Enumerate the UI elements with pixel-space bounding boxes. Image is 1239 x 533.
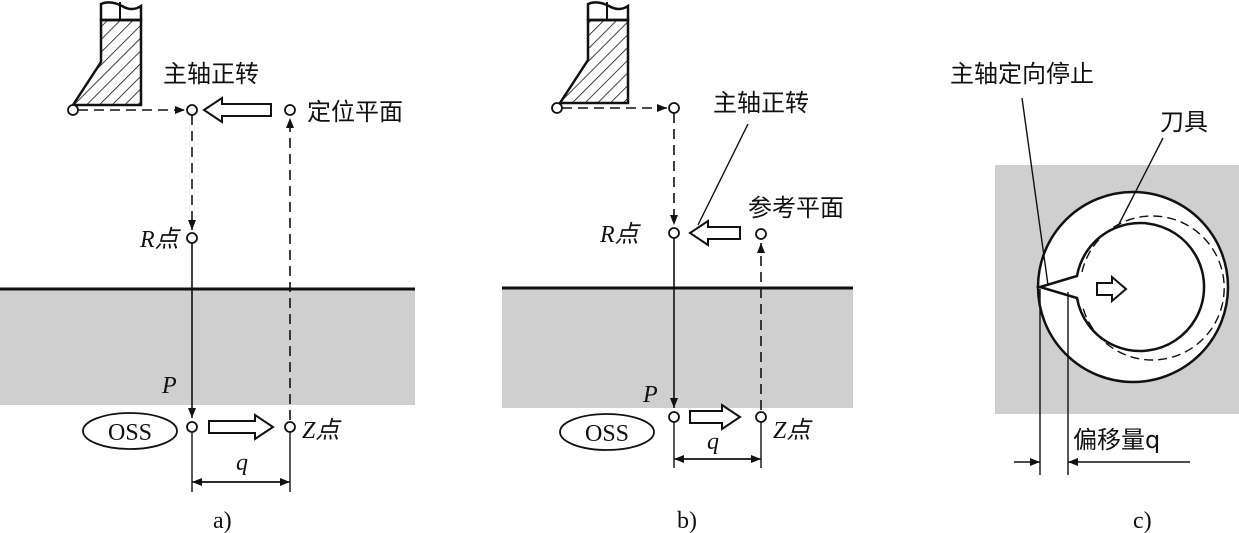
- reference-plane-point-b: [755, 228, 767, 240]
- orient-stop-label: 主轴定向停止: [950, 60, 1094, 88]
- r-point-b: [668, 227, 680, 239]
- z-point-a: [284, 421, 296, 433]
- start-point-b: [668, 102, 680, 114]
- tool-holder-a: [70, 1, 143, 107]
- tool-dashed-outline: [1081, 215, 1225, 361]
- z-point-b: [755, 411, 767, 423]
- caption-c: c): [1133, 508, 1152, 533]
- spindle-cw-label-a: 主轴正转: [163, 60, 259, 88]
- z-point-label-b: Z点: [773, 417, 813, 444]
- bottom-point-b: [668, 411, 680, 423]
- r-point-a: [186, 232, 198, 244]
- q-label-b: q: [707, 429, 719, 455]
- positioning-plane-point-a: [284, 104, 296, 116]
- workpiece-a: [0, 289, 415, 405]
- oss-label-b: OSS: [585, 421, 629, 447]
- caption-b: b): [677, 508, 697, 533]
- bottom-point-a: [186, 421, 198, 433]
- z-point-label-a: Z点: [302, 417, 342, 444]
- hollow-arrow-right-b: [689, 403, 742, 431]
- panel-a: 主轴正转 定位平面 R点 P OSS Z点 q a): [0, 1, 415, 533]
- tool-holder-b: [557, 1, 630, 105]
- q-label-a: q: [236, 450, 248, 476]
- oss-ellipse-a: [82, 412, 178, 450]
- tool-tip-point-a: [67, 104, 79, 116]
- tool-leader: [1117, 137, 1164, 227]
- spindle-leader-b: [697, 123, 749, 226]
- panel-c: 主轴定向停止 刀具 偏移量q c): [950, 60, 1239, 533]
- hollow-arrow-left-b: [688, 219, 741, 247]
- hollow-arrow-right-c: [1096, 274, 1128, 304]
- workpiece-b: [502, 288, 853, 408]
- p-label-b: P: [642, 382, 658, 408]
- oss-ellipse-b: [559, 413, 655, 451]
- r-point-label-b: R点: [599, 221, 642, 248]
- reference-plane-label: 参考平面: [748, 194, 844, 222]
- hollow-arrow-left-a: [202, 96, 272, 124]
- tool-label: 刀具: [1160, 108, 1208, 136]
- p-label-a: P: [161, 373, 177, 399]
- hollow-arrow-right-a: [208, 413, 275, 441]
- start-point-a: [186, 104, 198, 116]
- offset-label: 偏移量q: [1073, 426, 1160, 454]
- caption-a: a): [213, 508, 232, 533]
- oss-label-a: OSS: [108, 420, 152, 446]
- r-point-label-a: R点: [139, 226, 182, 253]
- tool-tip-point-b: [551, 102, 563, 114]
- orient-stop-leader: [1021, 97, 1049, 286]
- spindle-cw-label-b: 主轴正转: [713, 89, 809, 117]
- panel-b: 主轴正转 R点 参考平面 P OSS Z点 q b): [502, 1, 853, 533]
- positioning-plane-label: 定位平面: [307, 98, 403, 126]
